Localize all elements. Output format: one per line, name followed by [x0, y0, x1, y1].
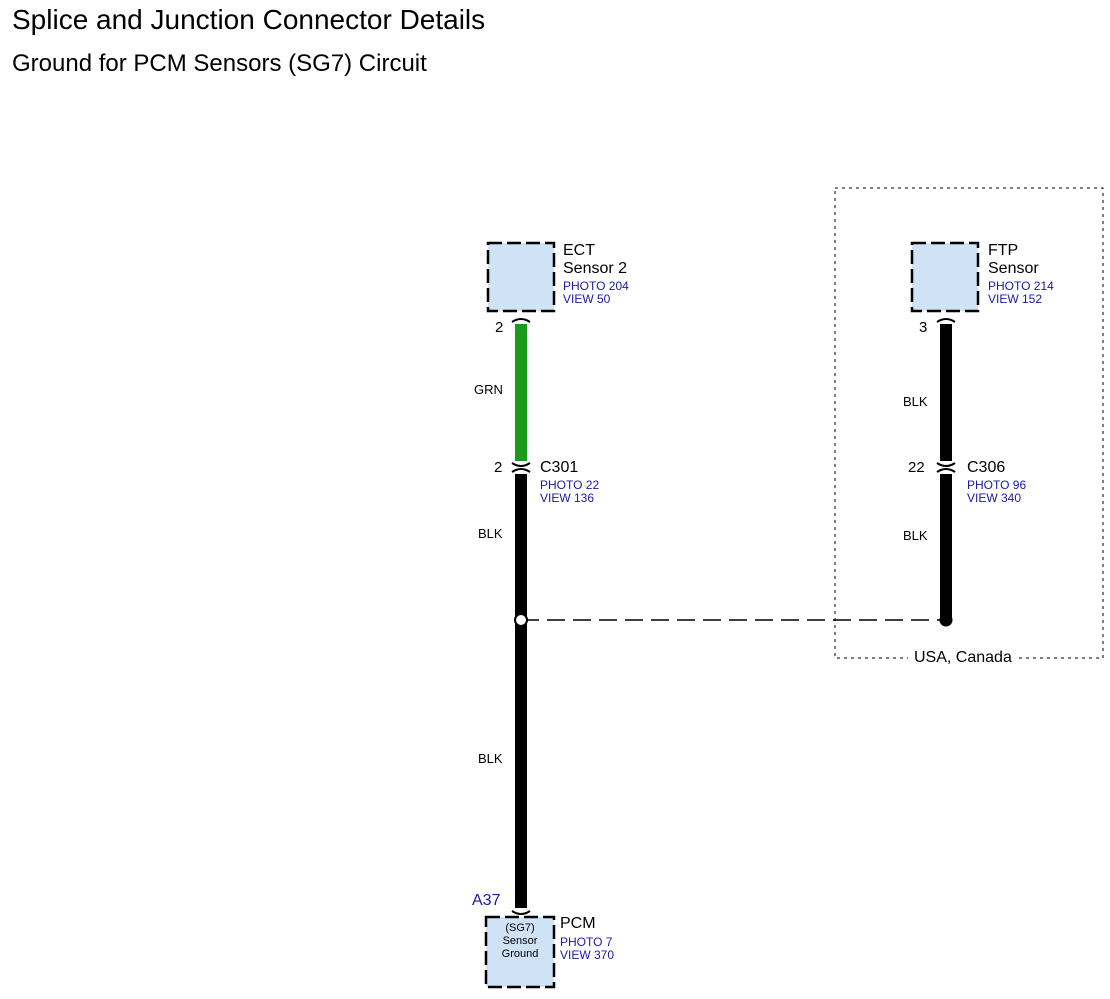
c301-connector-symbol: [511, 462, 531, 473]
c301-name: C301: [540, 459, 579, 476]
pcm-inner-line1: (SG7): [505, 922, 535, 934]
ect-name-line2: Sensor 2: [563, 260, 628, 277]
page-title: Splice and Junction Connector Details: [12, 4, 486, 35]
splice-point-right: [939, 613, 953, 627]
ftp-view-ref[interactable]: VIEW 152: [988, 292, 1043, 306]
pcm-inner-line3: Ground: [501, 948, 539, 960]
splice-point-left: [514, 613, 528, 627]
pcm-box: [484, 915, 556, 989]
wire-label-blk-ftp: BLK: [903, 394, 928, 409]
page-subtitle: Ground for PCM Sensors (SG7) Circuit: [12, 50, 427, 77]
wire-label-blk-pcm: BLK: [478, 751, 503, 766]
c306-name: C306: [967, 459, 1006, 476]
ect-pin-terminal: [511, 318, 531, 323]
wire-label-blk-c306: BLK: [903, 528, 928, 543]
c301-view-ref[interactable]: VIEW 136: [540, 491, 595, 505]
ect-view-ref[interactable]: VIEW 50: [563, 292, 611, 306]
region-label: USA, Canada: [908, 649, 1018, 667]
c306-pin-number: 22: [908, 459, 925, 476]
ect-pin-number: 2: [495, 319, 504, 336]
wire-label-blk-c301: BLK: [478, 526, 503, 541]
pcm-photo-ref[interactable]: PHOTO 7: [560, 935, 613, 949]
ftp-photo-ref[interactable]: PHOTO 214: [988, 279, 1054, 293]
pcm-view-ref[interactable]: VIEW 370: [560, 948, 615, 962]
ftp-pin-terminal: [936, 318, 956, 323]
pcm-pin-terminal: [511, 910, 531, 915]
c306-connector-symbol: [936, 462, 956, 473]
ftp-name-line2: Sensor: [988, 260, 1039, 277]
pcm-inner-line2: Sensor: [502, 935, 538, 947]
pcm-name: PCM: [560, 915, 596, 932]
pcm-pin-number: A37: [472, 892, 501, 909]
c306-view-ref[interactable]: VIEW 340: [967, 491, 1022, 505]
wire-label-grn: GRN: [474, 382, 503, 397]
region-box-usa-canada: [834, 187, 1104, 659]
ftp-sensor-box: [910, 241, 980, 313]
ftp-name-line1: FTP: [988, 242, 1019, 259]
ect-photo-ref[interactable]: PHOTO 204: [563, 279, 629, 293]
pcm-terminal-description: (SG7) Sensor Ground: [486, 922, 554, 961]
ect-name-line1: ECT: [563, 242, 595, 259]
ftp-pin-number: 3: [919, 319, 928, 336]
c301-pin-number: 2: [494, 459, 503, 476]
c301-photo-ref[interactable]: PHOTO 22: [540, 478, 600, 492]
c306-photo-ref[interactable]: PHOTO 96: [967, 478, 1027, 492]
ect-sensor-2-box: [486, 241, 556, 313]
